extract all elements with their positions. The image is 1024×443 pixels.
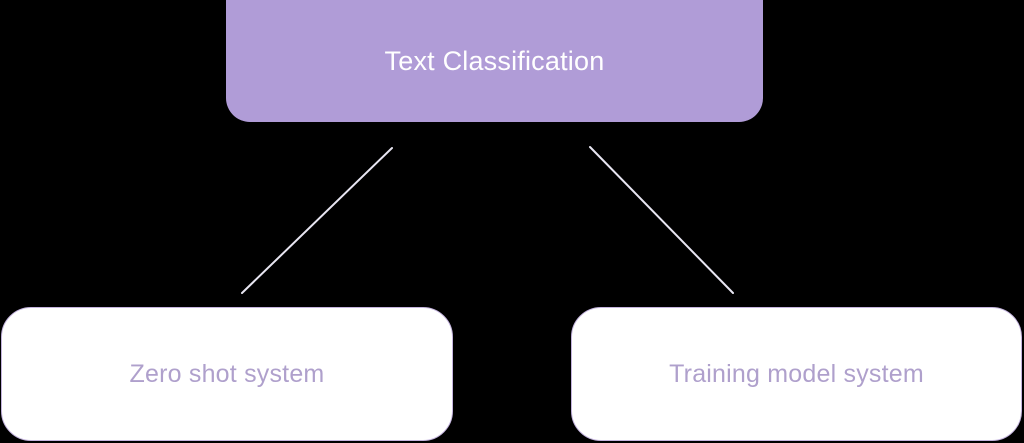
- node-zero-shot-system[interactable]: Zero shot system: [1, 307, 453, 441]
- node-zero-shot-system-label: Zero shot system: [129, 359, 325, 388]
- edge-root-to-left: [241, 147, 393, 294]
- node-text-classification-label: Text Classification: [384, 45, 605, 76]
- edge-root-to-right: [589, 146, 734, 294]
- node-training-model-system[interactable]: Training model system: [571, 307, 1022, 441]
- node-training-model-system-label: Training model system: [669, 359, 924, 388]
- node-text-classification[interactable]: Text Classification: [226, 0, 763, 122]
